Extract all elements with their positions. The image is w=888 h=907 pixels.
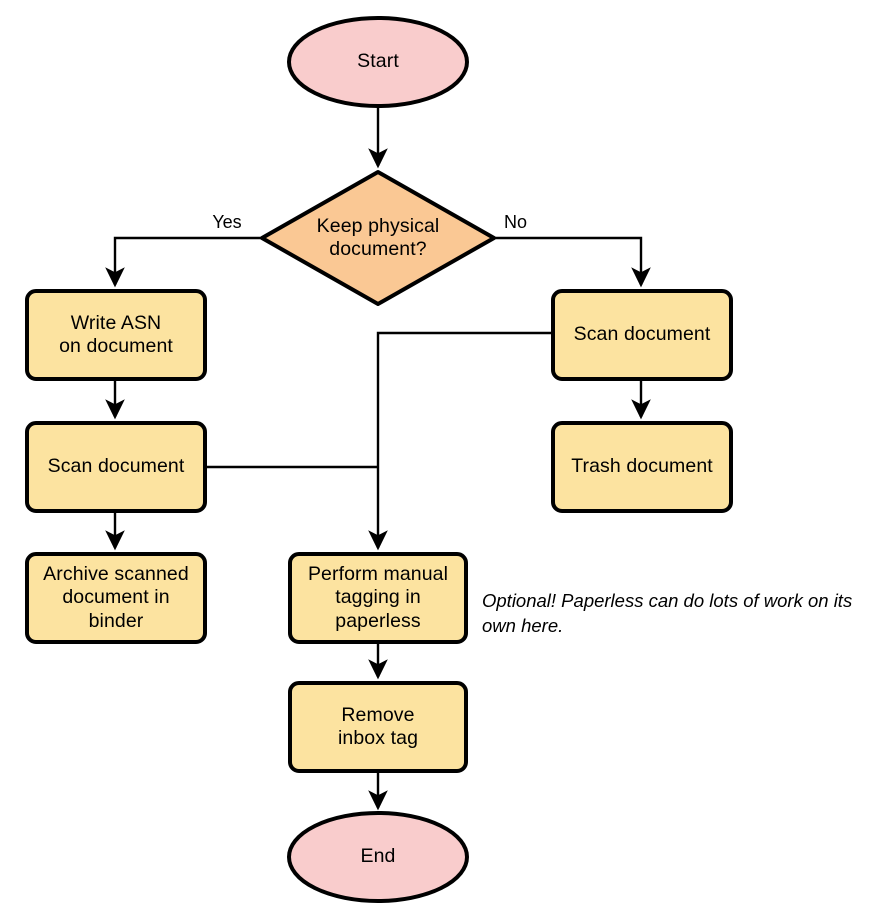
node-trash-document[interactable] [551,421,733,513]
node-manual-tagging[interactable] [288,552,468,644]
hit-node-archive-in-binder[interactable] [27,554,205,642]
hit-node-write-asn[interactable] [27,291,205,379]
hit-node-scan-document-right[interactable] [553,291,731,379]
edge-layer [105,106,651,811]
hit-node-trash-document[interactable] [553,423,731,511]
hit-node-decision-keep-physical[interactable] [262,172,494,304]
node-end[interactable] [287,811,469,903]
node-start[interactable] [287,16,469,108]
hit-node-scan-document-left[interactable] [27,423,205,511]
edge-decision-no-to-scan-right [494,236,651,288]
node-scan-document-right[interactable] [551,289,733,381]
node-remove-inbox-tag[interactable] [288,681,468,773]
hit-node-remove-inbox-tag[interactable] [290,683,466,771]
node-archive-in-binder[interactable] [25,552,207,644]
node-write-asn[interactable] [25,289,207,381]
hit-node-manual-tagging[interactable] [290,554,466,642]
node-decision-keep-physical[interactable] [260,170,496,306]
node-scan-document-left[interactable] [25,421,207,513]
hit-node-end[interactable] [289,813,467,901]
edge-scan-right-to-manual-tagging [368,331,553,551]
hit-node-start[interactable] [289,18,467,106]
edge-decision-yes-to-write-asn [105,236,262,288]
node-layer [25,16,733,903]
